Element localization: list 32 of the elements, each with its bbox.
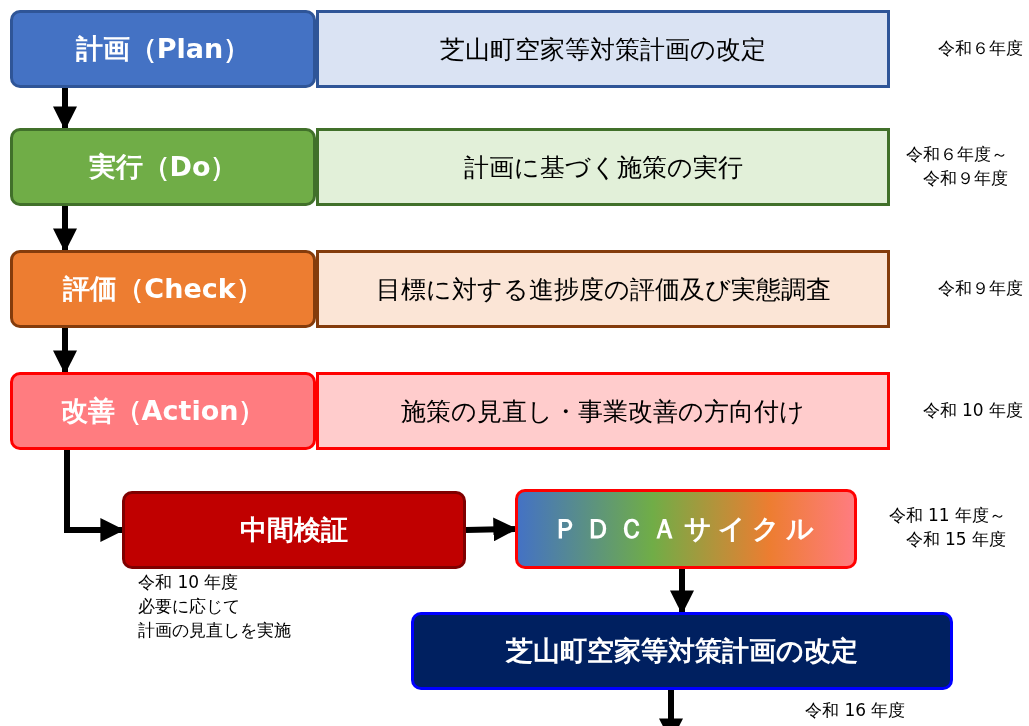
- phase-box: [10, 10, 316, 88]
- description-box: [316, 250, 890, 328]
- period-note: 令和 10 年度: [138, 571, 239, 594]
- box-title: 芝山町空家等対策計画の改定: [506, 634, 858, 668]
- box-title: 評価（Check）: [63, 272, 263, 306]
- period-note: 令和 16 年度: [805, 699, 906, 722]
- period-note: 令和６年度: [937, 37, 1023, 60]
- review-box: [122, 491, 466, 569]
- description-text: 計画に基づく施策の実行: [463, 151, 743, 184]
- box-title: 実行（Do）: [88, 150, 238, 184]
- period-note: 令和６年度～令和９年度: [905, 143, 1008, 190]
- phase-box: [10, 250, 316, 328]
- description-box: [316, 10, 890, 88]
- description-box: [316, 372, 890, 450]
- period-note: 令和９年度: [937, 277, 1023, 300]
- phase-box: [10, 372, 316, 450]
- period-note: 令和 11 年度～令和 15 年度: [887, 504, 1006, 551]
- period-note: 計画の見直しを実施: [138, 619, 291, 642]
- box-title: 中間検証: [240, 513, 348, 547]
- description-text: 目標に対する進捗度の評価及び実態調査: [375, 273, 831, 306]
- revision-box: [411, 612, 953, 690]
- box-title: ＰＤＣＡサイクル: [552, 512, 820, 546]
- description-text: 芝山町空家等対策計画の改定: [440, 33, 766, 66]
- period-note: 令和 10 年度: [921, 399, 1023, 422]
- description-box: [316, 128, 890, 206]
- cycle-box: [515, 489, 857, 569]
- phase-box: [10, 128, 316, 206]
- arrow: [659, 690, 683, 726]
- period-note: 必要に応じて: [138, 595, 240, 618]
- description-text: 施策の見直し・事業改善の方向付け: [401, 395, 805, 428]
- box-title: 計画（Plan）: [75, 32, 251, 66]
- box-title: 改善（Action）: [60, 394, 266, 428]
